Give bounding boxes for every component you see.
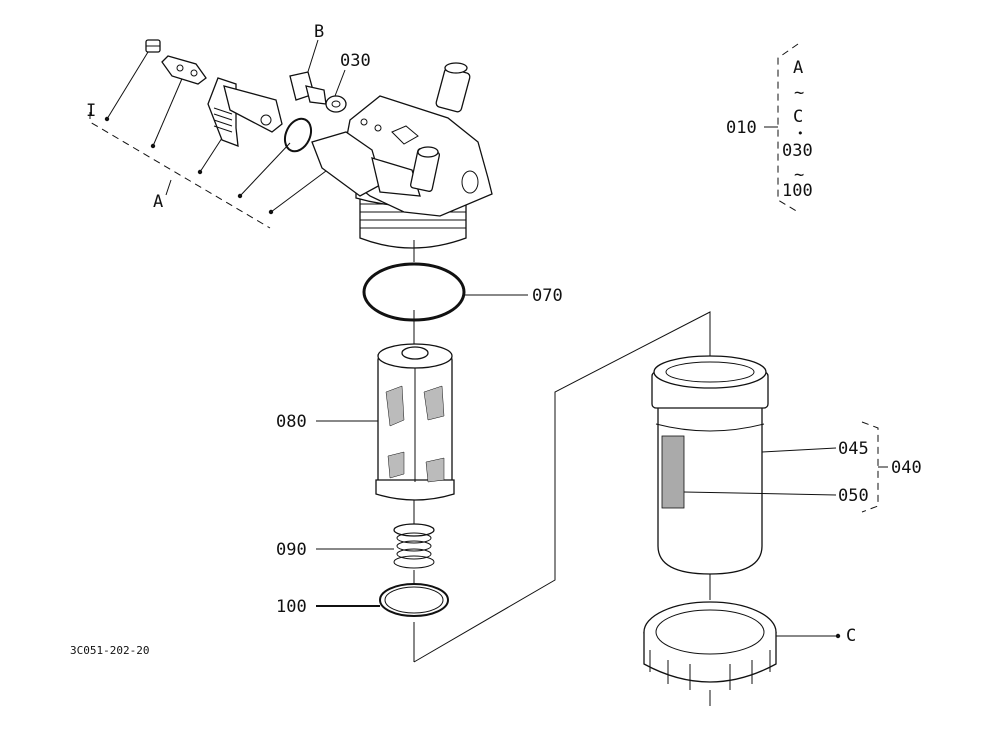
range-label-a: A <box>793 58 803 78</box>
figure-code: 3C051-202-20 <box>70 644 149 657</box>
leader-lines-top <box>104 39 346 215</box>
label-a: A <box>153 192 163 212</box>
filter-cup-040 <box>651 355 837 575</box>
range-tilde-2: ~ <box>794 165 804 185</box>
banjo-bolt-b <box>289 71 327 105</box>
range-dot: • <box>797 127 804 140</box>
label-080: 080 <box>276 412 307 432</box>
bleed-screw <box>145 39 161 53</box>
range-bracket <box>764 43 799 213</box>
label-100: 100 <box>276 597 307 617</box>
label-090: 090 <box>276 540 307 560</box>
washer-030 <box>325 95 347 113</box>
o-ring-100 <box>316 583 449 617</box>
filter-head <box>311 62 493 249</box>
gasket-plate <box>161 55 207 85</box>
label-010: 010 <box>726 118 757 138</box>
bracket-040 <box>861 421 888 513</box>
range-label-100: 100 <box>782 181 813 201</box>
label-070: 070 <box>532 286 563 306</box>
spring-090 <box>316 523 435 569</box>
range-tilde-1: ~ <box>794 83 804 103</box>
label-i: I <box>86 101 96 121</box>
range-label-030: 030 <box>782 141 813 161</box>
label-b: B <box>314 22 324 42</box>
o-ring-small <box>283 117 313 153</box>
o-ring-070 <box>362 262 528 322</box>
label-030: 030 <box>340 51 371 71</box>
filter-element-080 <box>316 343 455 501</box>
label-045: 045 <box>838 439 869 459</box>
cock-lever <box>207 77 283 147</box>
range-label-c: C <box>793 107 803 127</box>
label-c: C <box>846 626 856 646</box>
group-a-bracket <box>89 112 271 229</box>
ring-nut-c <box>643 601 841 690</box>
center-axis <box>413 240 711 706</box>
label-040: 040 <box>891 458 922 478</box>
label-050: 050 <box>838 486 869 506</box>
